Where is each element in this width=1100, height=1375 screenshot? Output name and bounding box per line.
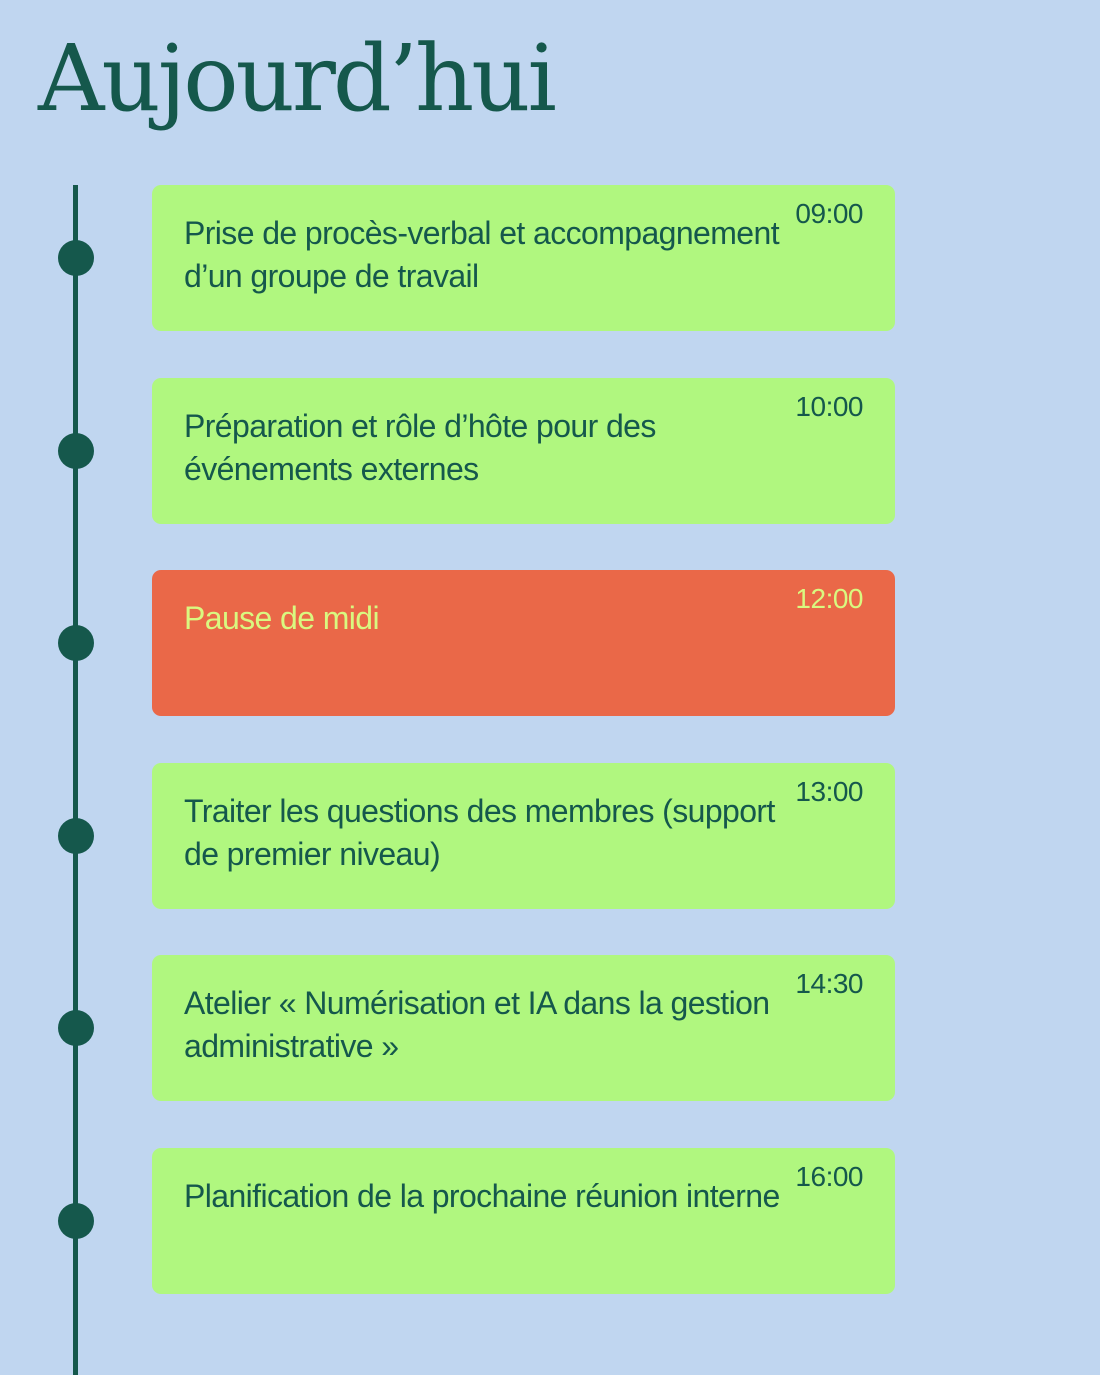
page-title: Aujourd’hui (38, 25, 557, 132)
timeline-dot (58, 1203, 94, 1239)
event-title: Prise de procès-verbal et accompagnement… (184, 215, 780, 294)
event-title: Préparation et rôle d’hôte pour des évén… (184, 408, 656, 487)
event-time: 14:30 (795, 968, 863, 999)
event-card[interactable]: 09:00 Prise de procès-verbal et accompag… (152, 185, 895, 331)
event-title: Atelier « Numérisation et IA dans la ges… (184, 985, 770, 1064)
timeline-dot (58, 625, 94, 661)
event-time: 09:00 (795, 198, 863, 229)
event-title: Planification de la prochaine réunion in… (184, 1178, 780, 1214)
event-card[interactable]: 14:30 Atelier « Numérisation et IA dans … (152, 955, 895, 1101)
event-title: Traiter les questions des membres (suppo… (184, 793, 775, 872)
event-card[interactable]: 16:00 Planification de la prochaine réun… (152, 1148, 895, 1294)
timeline-dot (58, 1010, 94, 1046)
event-card[interactable]: 10:00 Préparation et rôle d’hôte pour de… (152, 378, 895, 524)
event-time: 10:00 (795, 391, 863, 422)
event-title: Pause de midi (184, 600, 380, 636)
timeline-line (73, 185, 78, 1375)
event-time: 13:00 (795, 776, 863, 807)
event-card-lunch-break[interactable]: 12:00 Pause de midi (152, 570, 895, 716)
timeline-dot (58, 818, 94, 854)
timeline-dot (58, 433, 94, 469)
timeline-dot (58, 240, 94, 276)
event-time: 12:00 (795, 583, 863, 614)
event-card[interactable]: 13:00 Traiter les questions des membres … (152, 763, 895, 909)
event-time: 16:00 (795, 1161, 863, 1192)
